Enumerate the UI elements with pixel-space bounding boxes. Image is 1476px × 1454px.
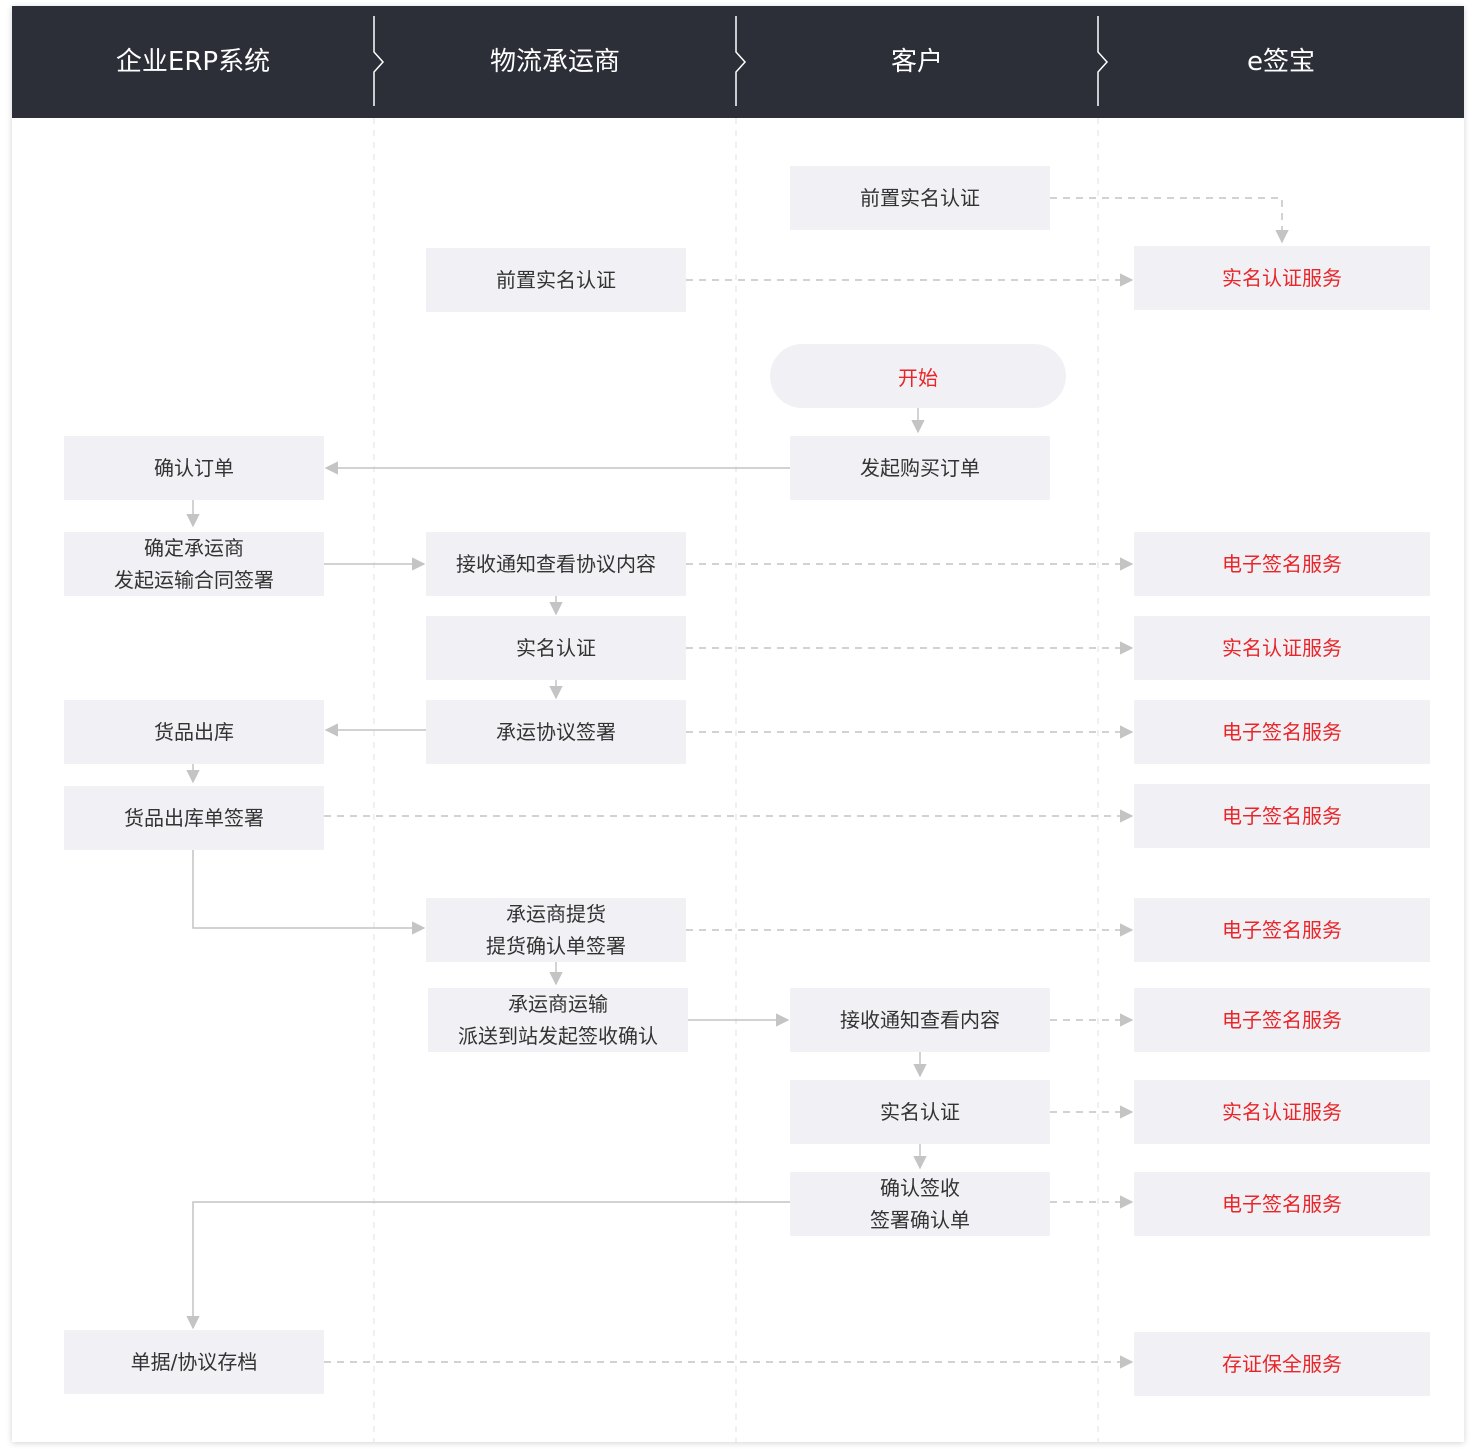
esign-auth-service: 实名认证服务 (1134, 1080, 1430, 1144)
esign-sign-service: 电子签名服务 (1134, 1172, 1430, 1236)
customer-pre-auth-step: 前置实名认证 (790, 166, 1050, 230)
goods-out-step: 货品出库 (64, 700, 324, 764)
customer-auth-step: 实名认证 (790, 1080, 1050, 1144)
header-separator-1 (373, 16, 385, 106)
esign-sign-service: 电子签名服务 (1134, 988, 1430, 1052)
lane-title-customer: 客户 (890, 47, 943, 77)
link-customer-preauth-to-auth (1050, 197, 1289, 244)
carrier-deliver-step: 承运商运输 派送到站发起签收确认 (428, 988, 688, 1052)
start-node: 开始 (770, 344, 1066, 408)
lane-title-erp: 企业ERP系统 (115, 47, 271, 77)
swimlane-header (12, 6, 1464, 118)
lane-title-carrier: 物流承运商 (489, 47, 620, 77)
archive-step: 单据/协议存档 (64, 1330, 324, 1394)
esign-sign-service: 电子签名服务 (1134, 784, 1430, 848)
esign-sign-service: 电子签名服务 (1134, 532, 1430, 596)
goods-out-sign-step: 货品出库单签署 (64, 786, 324, 850)
carrier-view-agreement-step: 接收通知查看协议内容 (426, 532, 686, 596)
esign-auth-service: 实名认证服务 (1134, 616, 1430, 680)
carrier-pickup-step: 承运商提货 提货确认单签署 (426, 898, 686, 962)
choose-carrier-step: 确定承运商 发起运输合同签署 (64, 532, 324, 596)
carrier-sign-step: 承运协议签署 (426, 700, 686, 764)
header-separator-3 (1097, 16, 1109, 106)
customer-view-step: 接收通知查看内容 (790, 988, 1050, 1052)
carrier-pre-auth-step: 前置实名认证 (426, 248, 686, 312)
link-confirm-to-archive (186, 1201, 790, 1330)
esign-sign-service: 电子签名服务 (1134, 898, 1430, 962)
esign-sign-service: 电子签名服务 (1134, 700, 1430, 764)
lane-title-esign: e签宝 (1247, 47, 1315, 77)
customer-confirm-step: 确认签收 签署确认单 (790, 1172, 1050, 1236)
confirm-order-step: 确认订单 (64, 436, 324, 500)
link-goods-sign-to-pickup (192, 850, 426, 935)
carrier-auth-step: 实名认证 (426, 616, 686, 680)
esign-evidence-service: 存证保全服务 (1134, 1332, 1430, 1396)
header-separator-2 (735, 16, 747, 106)
esign-auth-service: 实名认证服务 (1134, 246, 1430, 310)
place-order-step: 发起购买订单 (790, 436, 1050, 500)
